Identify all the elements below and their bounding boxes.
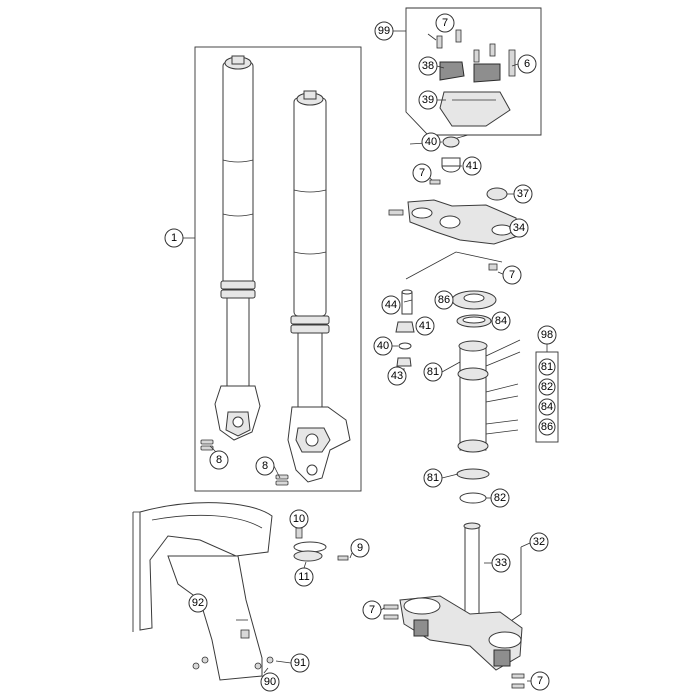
callout-7-lower-left-label: 7	[369, 604, 375, 616]
callout-41-upper: 41	[462, 156, 482, 176]
callout-7-lower-left: 7	[362, 600, 382, 620]
callout-8-left-label: 8	[216, 454, 222, 466]
left-fork-leg	[214, 55, 261, 441]
callout-6-label: 6	[524, 58, 530, 70]
callout-8-right: 8	[255, 456, 275, 476]
steering-head-group: 44 86 84 41 40 43 81 81	[373, 289, 521, 508]
callout-98-item-82: 82	[538, 378, 556, 396]
callout-11-label: 11	[298, 571, 309, 583]
bearing-kit-list: 98 81 82 84 86	[535, 325, 559, 443]
callout-99: 99	[374, 21, 394, 41]
callout-7-upper-right-label: 7	[509, 269, 515, 281]
callout-41-lower: 41	[415, 316, 435, 336]
callout-9: 9	[350, 538, 370, 558]
callout-32-label: 32	[533, 536, 545, 548]
callout-9-label: 9	[357, 542, 363, 554]
callout-33: 33	[491, 553, 511, 573]
clamp-kit-frame	[405, 7, 542, 136]
right-fork-leg	[287, 90, 351, 483]
callout-7-lower-right: 7	[530, 671, 550, 691]
callout-92: 92	[188, 593, 208, 613]
callout-38: 38	[418, 56, 438, 76]
callout-38-label: 38	[422, 60, 434, 72]
callout-7-lower-right-label: 7	[537, 675, 543, 687]
callout-99-label: 99	[378, 25, 390, 37]
callout-44: 44	[381, 295, 401, 315]
callout-40-upper-label: 40	[425, 136, 437, 148]
callout-34: 34	[509, 218, 529, 238]
callout-43: 43	[387, 366, 407, 386]
callout-37: 37	[513, 184, 533, 204]
callout-98-item-86-label: 86	[541, 421, 553, 433]
callout-98-item-82-label: 82	[541, 381, 553, 393]
callout-7-upper-label: 7	[419, 167, 425, 179]
callout-44-label: 44	[385, 299, 397, 311]
callout-91-label: 91	[294, 657, 306, 669]
callout-43-label: 43	[391, 370, 403, 382]
callout-82-label: 82	[494, 492, 506, 504]
callout-40-lower: 40	[373, 336, 393, 356]
callout-98-item-81: 81	[538, 358, 556, 376]
callout-90-label: 90	[264, 676, 276, 688]
callout-8-right-label: 8	[262, 460, 268, 472]
callout-84: 84	[491, 311, 511, 331]
callout-98-label: 98	[541, 329, 553, 341]
callout-11: 11	[294, 567, 314, 587]
callout-98-item-84-label: 84	[541, 401, 553, 413]
callout-10: 10	[289, 509, 309, 529]
fork-legs-group: 1 8 8	[164, 46, 362, 492]
callout-98: 98	[537, 325, 557, 345]
callout-39-label: 39	[422, 94, 434, 106]
fork-group-frame	[194, 46, 362, 492]
callout-33-label: 33	[495, 557, 507, 569]
callout-82: 82	[490, 488, 510, 508]
callout-41-upper-label: 41	[466, 160, 478, 172]
callout-7-upper-right: 7	[502, 265, 522, 285]
callout-7-clamp-label: 7	[442, 17, 448, 29]
lower-triple-clamp-group: 32 33 7 7	[362, 522, 550, 691]
callout-7-upper: 7	[412, 163, 432, 183]
upper-triple-clamp-group: 40 41 7 37 34 7	[388, 132, 533, 285]
handlebar-clamp-kit: 99 7 38 6 39	[374, 7, 542, 136]
callout-98-item-84: 84	[538, 398, 556, 416]
callout-91: 91	[290, 653, 310, 673]
callout-7-clamp: 7	[435, 13, 455, 33]
callout-1-label: 1	[171, 232, 177, 244]
callout-1: 1	[164, 228, 184, 248]
callout-81-lower-label: 81	[427, 472, 439, 484]
callout-84-label: 84	[495, 315, 507, 327]
front-fender-group: 92 91 90	[132, 502, 310, 692]
callout-92-label: 92	[192, 597, 204, 609]
callout-34-label: 34	[513, 222, 525, 234]
callout-40-upper: 40	[421, 132, 441, 152]
callout-86: 86	[434, 290, 454, 310]
callout-32: 32	[529, 532, 549, 552]
brake-line-clamp-group: 10 9 11	[289, 509, 370, 587]
callout-10-label: 10	[293, 513, 305, 525]
callout-98-item-81-label: 81	[541, 361, 553, 373]
callout-90: 90	[260, 672, 280, 692]
callout-40-lower-label: 40	[377, 340, 389, 352]
callout-8-left: 8	[209, 450, 229, 470]
callout-37-label: 37	[517, 188, 529, 200]
callout-86-label: 86	[438, 294, 450, 306]
callout-39: 39	[418, 90, 438, 110]
callout-41-lower-label: 41	[419, 320, 431, 332]
callout-6: 6	[517, 54, 537, 74]
callout-81-lower: 81	[423, 468, 443, 488]
callout-81-upper: 81	[423, 362, 443, 382]
callout-81-upper-label: 81	[427, 366, 439, 378]
callout-98-item-86: 86	[538, 418, 556, 436]
